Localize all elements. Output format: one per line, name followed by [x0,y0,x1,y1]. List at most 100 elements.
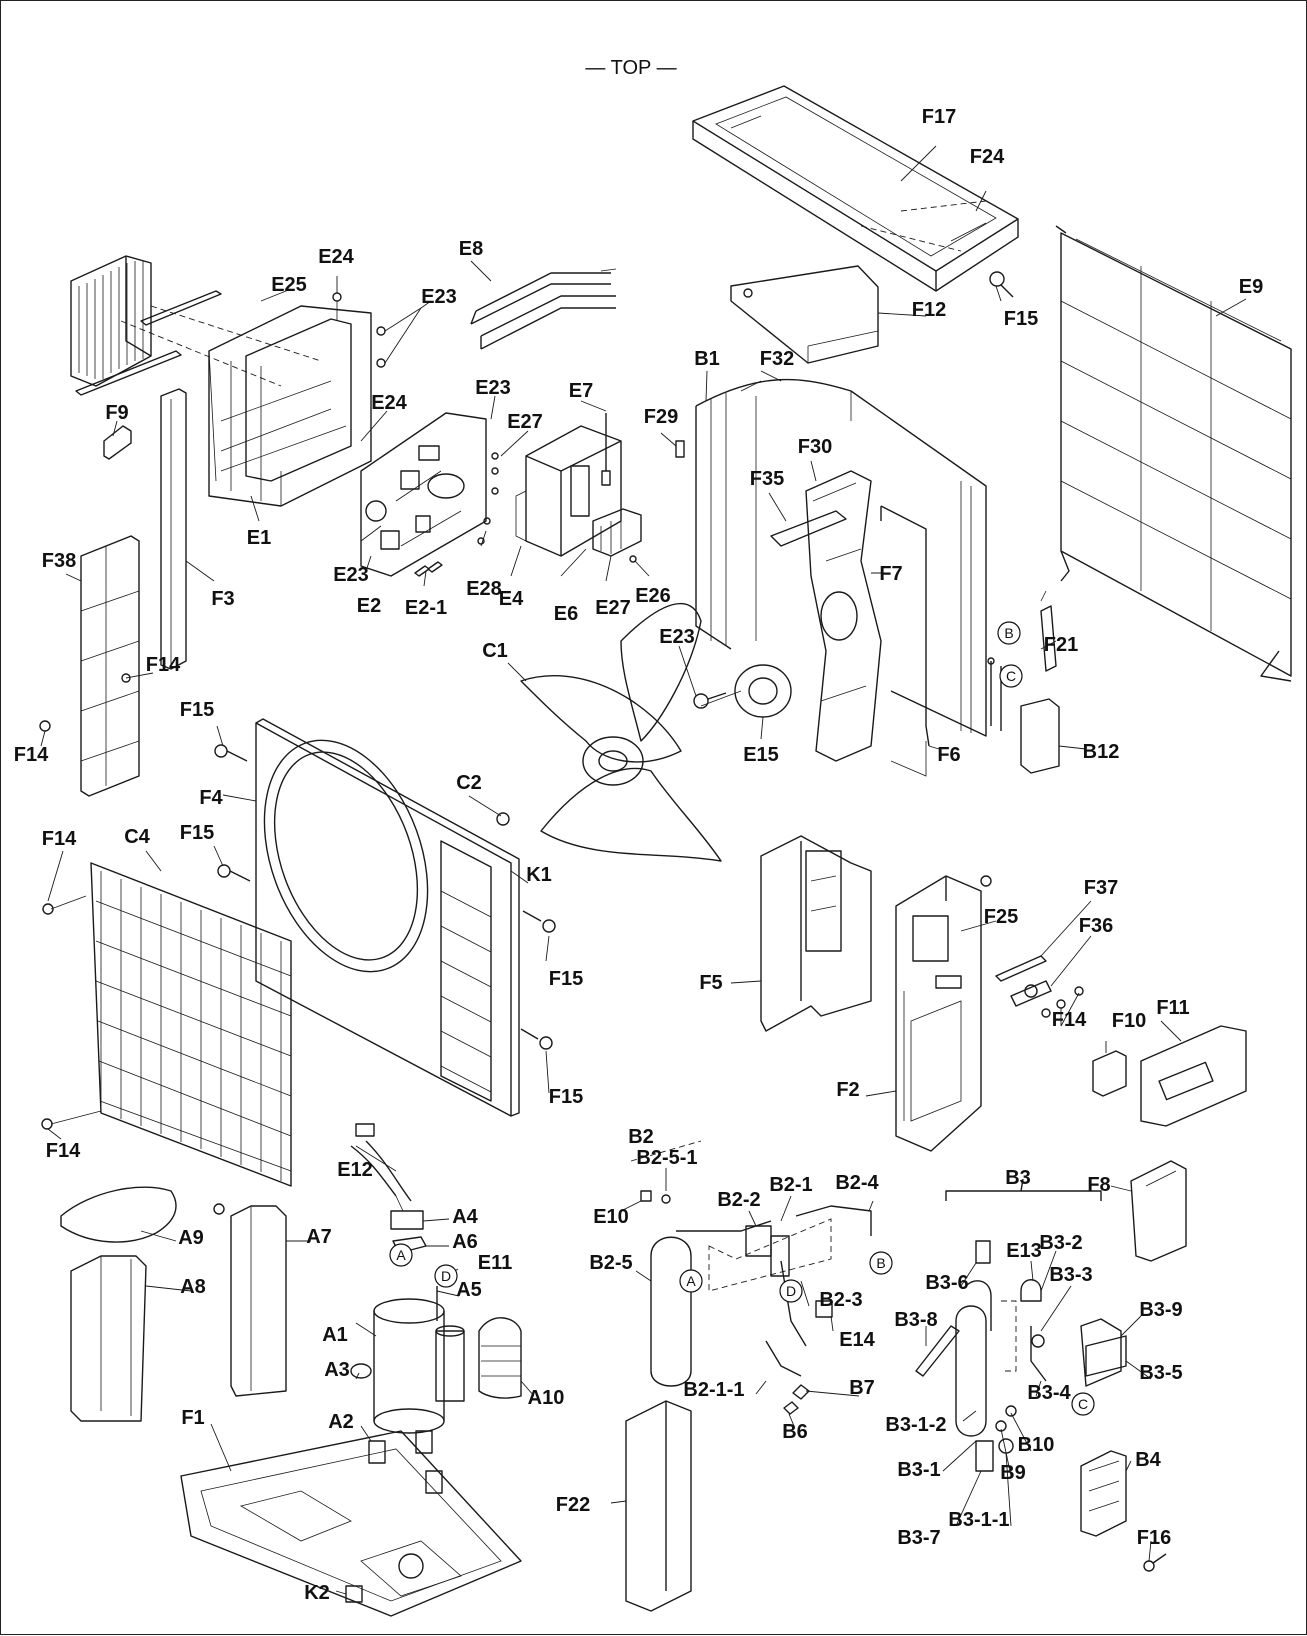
strip-e25 [75,290,322,396]
part-label: B1 [694,348,720,370]
strip-f35 [770,510,847,547]
part-label: E23 [421,286,457,308]
part-label: C4 [124,826,150,848]
part-label: B12 [1083,741,1120,763]
part-label: F1 [181,1407,204,1429]
part-label: A2 [328,1411,354,1433]
part-label: F15 [180,822,214,844]
jacket-a7 [230,1205,287,1397]
part-label: B4 [1135,1449,1161,1471]
part-label: F14 [1052,1009,1087,1031]
part-label: E2 [357,595,381,617]
part-label: E11 [478,1252,512,1274]
separator-f6 [880,505,930,777]
wire-guard-e9 [1055,225,1292,682]
part-label: A1 [322,1324,348,1346]
part-label: A10 [528,1387,565,1409]
part-label: F9 [105,402,128,424]
part-label: F7 [879,563,902,585]
part-label: F35 [750,468,784,490]
part-label: E7 [569,380,593,402]
valve-assembly-b2 [640,1190,872,1415]
part-label: E9 [1239,276,1263,298]
connector-marker: D [434,1264,458,1288]
screw-e23-motor [693,692,727,709]
part-b12 [1020,698,1060,774]
part-label: F15 [549,968,583,990]
part-label: F5 [699,972,722,994]
part-label: B2-4 [835,1172,879,1194]
screw-e23-a [376,307,422,368]
cover-f8 [1130,1160,1187,1262]
heatsink [70,255,152,387]
part-label: F37 [1084,877,1118,899]
part-a3 [350,1363,372,1379]
part-label: F15 [180,699,214,721]
connector-letter: C [1078,1396,1088,1412]
bracket-b3-group [945,1178,1102,1201]
part-label: B2 [628,1126,654,1148]
part-label: F3 [211,588,234,610]
part-label: E10 [593,1206,629,1228]
part-label: A9 [178,1227,204,1249]
clip-f9 [103,425,132,460]
screws-e28 [477,452,499,545]
base-pan-f1 [180,1430,522,1617]
connector-marker: C [1071,1392,1095,1416]
control-box-e1 [208,305,372,507]
part-label: B3-1-1 [948,1509,1009,1531]
side-panel-f2 [895,875,992,1152]
part-label: E25 [271,274,307,296]
connector-letter: B [1004,625,1013,641]
part-label: E4 [499,588,524,610]
part-label: B2-2 [717,1189,760,1211]
screw-e24-top [332,292,342,321]
part-label: F36 [1079,915,1113,937]
wiring-e12 [350,1123,412,1212]
part-f29 [675,440,685,458]
part-label: B3-5 [1139,1362,1182,1384]
connector-marker: A [389,1243,413,1267]
leader-lines [40,145,1247,1595]
part-label: E14 [839,1329,875,1351]
part-label: E27 [595,597,631,619]
part-label: F6 [937,744,960,766]
part-label: B3-8 [894,1309,937,1331]
fuse-e2-1 [414,561,443,577]
part-label: E15 [743,744,779,766]
clamp-f36 [1010,980,1052,1007]
part-label: B2-3 [819,1289,862,1311]
part-label: K2 [304,1582,330,1604]
part-label: F25 [984,906,1018,928]
part-label: E6 [554,603,578,625]
part-label: C1 [482,640,508,662]
part-label: F14 [42,828,77,850]
jacket-a8 [70,1255,147,1422]
valve-bc [987,657,1002,731]
part-label: B7 [849,1377,875,1399]
condenser-coil-b1 [695,378,987,737]
part-label: B3-1 [897,1459,940,1481]
top-panel-f17 [692,85,1019,292]
box-cover-e4 [515,425,622,557]
fan-c1 [520,602,722,862]
part-label: A6 [452,1231,478,1253]
part-label: E12 [337,1159,373,1181]
motor-e15 [700,664,792,718]
bracket-b4 [1080,1450,1127,1537]
part-label: F11 [1156,997,1189,1019]
part-label: E2-1 [405,597,447,619]
part-label: F4 [199,787,223,809]
part-label: F15 [549,1086,583,1108]
connector-letter: A [686,1273,696,1289]
part-label: F2 [836,1079,859,1101]
part-e14 [815,1300,833,1318]
part-label: A8 [180,1276,206,1298]
motor-bracket-f7 [805,470,882,762]
screws-f14 [39,673,225,1215]
part-label: E23 [659,626,695,648]
part-label: F15 [1004,308,1038,330]
connector-letter: C [1006,668,1016,684]
